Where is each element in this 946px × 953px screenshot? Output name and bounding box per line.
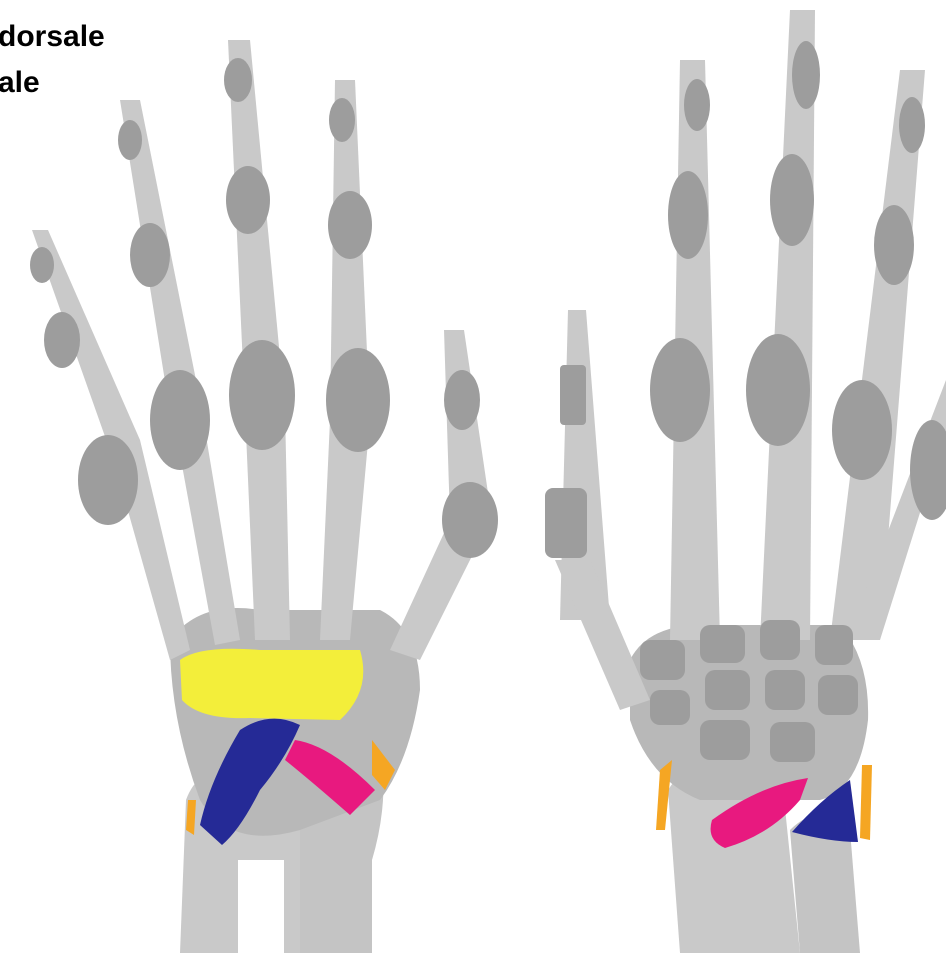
right-orange-ligament-2 [860,765,872,840]
left-metacarpal-2 [320,420,370,640]
right-hand-skeleton [545,10,946,953]
left-yellow-ligament [180,649,363,720]
left-hand-skeleton [30,40,498,953]
right-finger-4 [830,70,925,640]
left-forearm-gap [238,860,284,953]
